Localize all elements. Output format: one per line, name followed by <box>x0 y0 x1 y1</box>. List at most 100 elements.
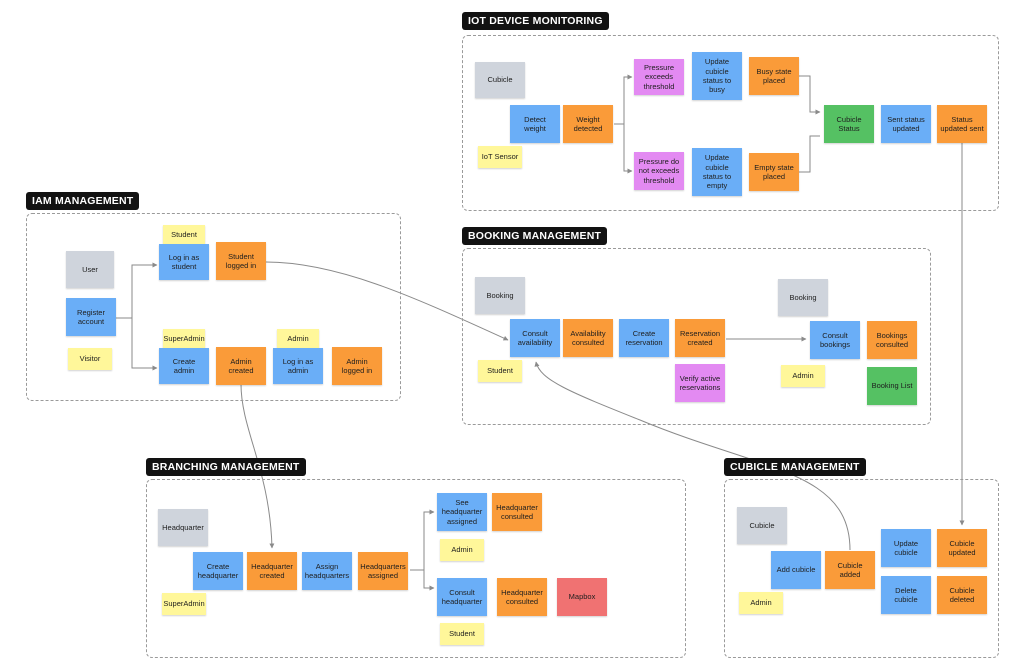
region-cubicle <box>724 479 999 658</box>
note-cu-cubicle[interactable]: Cubicle <box>737 507 787 544</box>
note-bk-student[interactable]: Student <box>478 360 522 382</box>
note-iot-weight-detected[interactable]: Weight detected <box>563 105 613 143</box>
note-label: Mapbox <box>568 592 596 602</box>
note-br-consult-hq[interactable]: Consult headquarter <box>437 578 487 616</box>
note-label: Log in as student <box>168 252 200 271</box>
note-br-student[interactable]: Student <box>440 623 484 645</box>
note-label: See headquarter assigned <box>441 497 483 526</box>
note-iot-sensor[interactable]: IoT Sensor <box>478 146 522 168</box>
note-iam-create-admin[interactable]: Create admin <box>159 348 209 384</box>
note-label: Headquarter created <box>251 561 293 580</box>
note-br-hq-consulted-1[interactable]: Headquarter consulted <box>492 493 542 531</box>
note-cu-delete-cubicle[interactable]: Delete cubicle <box>881 576 931 614</box>
note-label: Assign headquarters <box>304 561 350 580</box>
note-label: Student <box>449 629 475 639</box>
note-iam-superadmin-actor[interactable]: SuperAdmin <box>163 329 205 349</box>
note-label: Update cubicle status to empty <box>702 153 732 191</box>
note-label: Headquarter consulted <box>501 587 543 606</box>
note-bk-booking-list[interactable]: Booking List <box>867 367 917 405</box>
note-label: Cubicle deleted <box>949 585 975 604</box>
note-cu-add-cubicle[interactable]: Add cubicle <box>771 551 821 589</box>
note-label: SuperAdmin <box>163 334 205 344</box>
note-iam-admin-logged[interactable]: Admin logged in <box>332 347 382 385</box>
note-iam-student-actor[interactable]: Student <box>163 225 205 245</box>
note-label: Add cubicle <box>776 565 816 575</box>
note-label: Headquarter <box>162 522 204 532</box>
note-label: Reservation created <box>679 328 721 347</box>
note-iot-pressure-exceeds[interactable]: Pressure exceeds threshold <box>634 59 684 95</box>
note-br-admin[interactable]: Admin <box>440 539 484 561</box>
note-label: Student <box>487 366 513 376</box>
note-br-see-hq[interactable]: See headquarter assigned <box>437 493 487 531</box>
note-cu-admin[interactable]: Admin <box>739 592 783 614</box>
note-br-hq-assigned[interactable]: Headquarters assigned <box>358 552 408 590</box>
region-iot <box>462 35 999 211</box>
note-label: Consult headquarter <box>441 587 483 606</box>
note-label: Cubicle Status <box>836 114 862 133</box>
region-iam <box>26 213 401 401</box>
note-label: Student logged in <box>225 251 257 270</box>
note-bk-booking-1[interactable]: Booking <box>475 277 525 314</box>
region-title-iot: IOT DEVICE MONITORING <box>462 12 609 30</box>
note-br-headquarter[interactable]: Headquarter <box>158 509 208 546</box>
note-bk-booking-2[interactable]: Booking <box>778 279 828 316</box>
note-label: Consult bookings <box>819 330 851 349</box>
note-iot-pressure-not-exceeds[interactable]: Pressure do not exceeds threshold <box>634 152 684 190</box>
note-label: Admin logged in <box>341 356 373 375</box>
note-cu-cubicle-updated[interactable]: Cubicle updated <box>937 529 987 567</box>
note-iot-cubicle[interactable]: Cubicle <box>475 62 525 98</box>
note-label: Update cubicle <box>893 538 919 557</box>
note-br-superadmin[interactable]: SuperAdmin <box>162 593 206 615</box>
note-br-hq-consulted-2[interactable]: Headquarter consulted <box>497 578 547 616</box>
note-label: Availability consulted <box>570 328 606 347</box>
note-label: Admin <box>750 598 772 608</box>
note-label: Cubicle updated <box>948 538 976 557</box>
note-iot-update-busy[interactable]: Update cubicle status to busy <box>692 52 742 100</box>
note-cu-update-cubicle[interactable]: Update cubicle <box>881 529 931 567</box>
note-label: Cubicle <box>487 75 513 85</box>
note-bk-reservation-created[interactable]: Reservation created <box>675 319 725 357</box>
note-iam-visitor[interactable]: Visitor <box>68 348 112 370</box>
note-iam-user[interactable]: User <box>66 251 114 288</box>
note-br-assign-hq[interactable]: Assign headquarters <box>302 552 352 590</box>
note-bk-admin[interactable]: Admin <box>781 365 825 387</box>
note-br-create-hq[interactable]: Create headquarter <box>193 552 243 590</box>
region-branching <box>146 479 686 658</box>
note-iot-empty-placed[interactable]: Empty state placed <box>749 153 799 191</box>
note-iot-update-empty[interactable]: Update cubicle status to empty <box>692 148 742 196</box>
note-iam-admin-actor[interactable]: Admin <box>277 329 319 349</box>
note-iam-student-logged[interactable]: Student logged in <box>216 242 266 280</box>
note-label: Delete cubicle <box>894 585 918 604</box>
region-title-iam: IAM MANAGEMENT <box>26 192 140 210</box>
note-label: Create headquarter <box>197 561 239 580</box>
note-bk-bookings-consulted[interactable]: Bookings consulted <box>867 321 917 359</box>
note-bk-consult-availability[interactable]: Consult availability <box>510 319 560 357</box>
note-cu-cubicle-added[interactable]: Cubicle added <box>825 551 875 589</box>
note-iot-cubicle-status[interactable]: Cubicle Status <box>824 105 874 143</box>
note-iot-sent-status[interactable]: Sent status updated <box>881 105 931 143</box>
note-iam-admin-created[interactable]: Admin created <box>216 347 266 385</box>
note-br-mapbox[interactable]: Mapbox <box>557 578 607 616</box>
note-bk-create-reservation[interactable]: Create reservation <box>619 319 669 357</box>
note-iot-status-sent[interactable]: Status updated sent <box>937 105 987 143</box>
note-cu-cubicle-deleted[interactable]: Cubicle deleted <box>937 576 987 614</box>
note-label: Admin <box>451 545 473 555</box>
note-label: Log in as admin <box>282 356 314 375</box>
note-iot-busy-placed[interactable]: Busy state placed <box>749 57 799 95</box>
region-title-booking: BOOKING MANAGEMENT <box>462 227 608 245</box>
note-label: Create admin <box>172 356 196 375</box>
note-iot-detect-weight[interactable]: Detect weight <box>510 105 560 143</box>
note-label: Student <box>171 230 197 240</box>
note-iam-login-admin[interactable]: Log in as admin <box>273 348 323 384</box>
note-bk-verify-active[interactable]: Verify active reservations <box>675 364 725 402</box>
note-label: Cubicle <box>749 520 775 530</box>
note-bk-consult-bookings[interactable]: Consult bookings <box>810 321 860 359</box>
note-label: User <box>82 264 98 274</box>
note-label: Admin <box>287 334 309 344</box>
note-label: Consult availability <box>517 328 553 347</box>
note-label: Sent status updated <box>887 114 925 133</box>
note-iam-register[interactable]: Register account <box>66 298 116 336</box>
note-br-hq-created[interactable]: Headquarter created <box>247 552 297 590</box>
note-iam-login-student[interactable]: Log in as student <box>159 244 209 280</box>
note-bk-availability-consulted[interactable]: Availability consulted <box>563 319 613 357</box>
